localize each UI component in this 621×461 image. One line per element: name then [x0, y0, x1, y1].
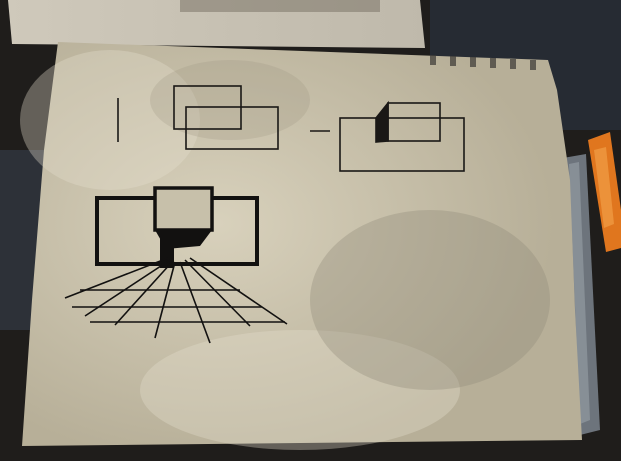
- sketch-paper: [20, 42, 582, 450]
- top-paper-strip: [8, 0, 425, 48]
